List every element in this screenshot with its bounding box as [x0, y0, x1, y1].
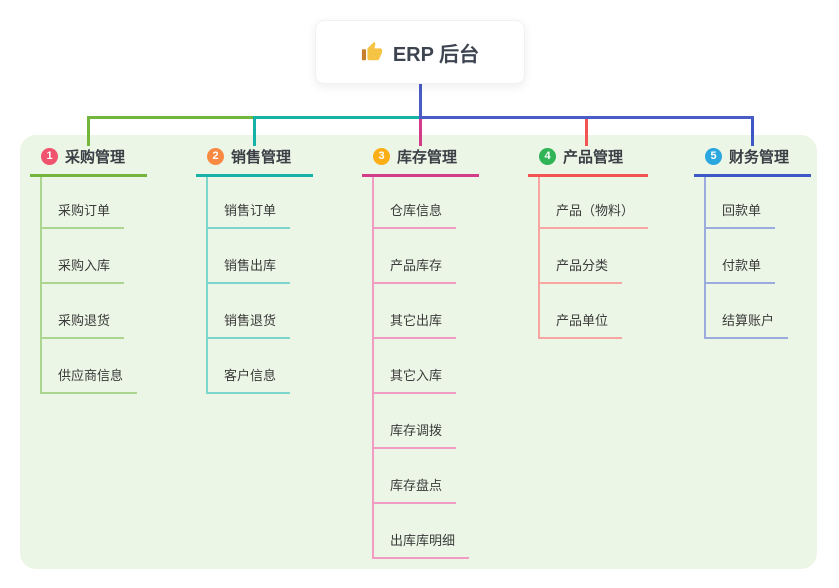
drop-line-branch-4: [584, 115, 589, 146]
item-node[interactable]: 产品（物料）: [540, 200, 649, 229]
branch-label: 采购管理: [65, 149, 126, 166]
drop-line-branch-1: [86, 115, 91, 146]
branch-label: 库存管理: [397, 149, 458, 166]
root-vertical-line: [418, 82, 423, 119]
item-node[interactable]: 结算账户: [706, 310, 789, 339]
item-node[interactable]: 客户信息: [208, 365, 291, 394]
item-node[interactable]: 销售订单: [208, 200, 291, 229]
item-node[interactable]: 采购退货: [42, 310, 125, 339]
root-node-erp[interactable]: ERP 后台: [315, 20, 525, 84]
branch-item-list: 仓库信息产品库存其它出库其它入库库存调拨库存盘点出库库明细: [372, 177, 479, 559]
branch-item-row: 仓库信息: [374, 177, 479, 229]
branch-item-row: 采购订单: [42, 177, 147, 229]
branch-title-node[interactable]: 4 产品管理: [528, 146, 649, 177]
branch-item-row: 销售出库: [208, 229, 313, 284]
drop-line-branch-2: [252, 115, 257, 146]
bus-line-green: [86, 115, 257, 119]
branch-title-node[interactable]: 2 销售管理: [196, 146, 313, 177]
item-node[interactable]: 出库库明细: [374, 530, 470, 559]
branch-item-row: 付款单: [706, 229, 811, 284]
mindmap-panel-background: [20, 135, 817, 569]
item-node[interactable]: 产品库存: [374, 255, 457, 284]
item-node[interactable]: 其它入库: [374, 365, 457, 394]
item-node[interactable]: 产品分类: [540, 255, 623, 284]
branch-item-row: 产品单位: [540, 284, 648, 339]
branch-4: 4 产品管理 产品（物料） 产品分类产品单位: [528, 146, 649, 339]
item-node[interactable]: 仓库信息: [374, 200, 457, 229]
item-node[interactable]: 销售退货: [208, 310, 291, 339]
branch-item-row: 供应商信息: [42, 339, 147, 394]
branch-item-list: 回款单付款单结算账户: [704, 177, 811, 339]
branch-item-list: 采购订单采购入库采购退货供应商信息: [40, 177, 147, 394]
branch-label: 财务管理: [729, 149, 790, 166]
branch-item-row: 采购退货: [42, 284, 147, 339]
branch-label: 产品管理: [563, 149, 624, 166]
drop-line-branch-5: [750, 115, 755, 146]
branch-item-row: 出库库明细: [374, 504, 479, 559]
item-node[interactable]: 供应商信息: [42, 365, 138, 394]
branch-2: 2 销售管理 销售订单销售出库销售退货客户信息: [196, 146, 313, 394]
branch-number-badge: 4: [539, 148, 556, 165]
bus-line-teal: [252, 115, 423, 119]
branch-number-badge: 5: [705, 148, 722, 165]
branch-item-row: 库存盘点: [374, 449, 479, 504]
thumbs-up-icon: [361, 41, 383, 63]
item-node[interactable]: 产品单位: [540, 310, 623, 339]
branch-item-row: 其它入库: [374, 339, 479, 394]
branch-item-row: 客户信息: [208, 339, 313, 394]
branch-item-list: 产品（物料） 产品分类产品单位: [538, 177, 649, 339]
branch-label: 销售管理: [231, 149, 292, 166]
branch-1: 1 采购管理 采购订单采购入库采购退货供应商信息: [30, 146, 147, 394]
branch-title-node[interactable]: 1 采购管理: [30, 146, 147, 177]
branch-item-row: 产品分类: [540, 229, 648, 284]
item-node[interactable]: 销售出库: [208, 255, 291, 284]
branch-3: 3 库存管理 仓库信息产品库存其它出库其它入库库存调拨库存盘点出库库明细: [362, 146, 479, 559]
branch-item-row: 结算账户: [706, 284, 811, 339]
branch-item-row: 产品库存: [374, 229, 479, 284]
item-node[interactable]: 采购入库: [42, 255, 125, 284]
branch-title-node[interactable]: 3 库存管理: [362, 146, 479, 177]
item-node[interactable]: 付款单: [706, 255, 776, 284]
branch-item-row: 销售订单: [208, 177, 313, 229]
item-node[interactable]: 采购订单: [42, 200, 125, 229]
branch-item-row: 回款单: [706, 177, 811, 229]
item-node[interactable]: 回款单: [706, 200, 776, 229]
drop-line-branch-3: [418, 115, 423, 146]
branch-number-badge: 1: [41, 148, 58, 165]
item-node[interactable]: 其它出库: [374, 310, 457, 339]
branch-number-badge: 3: [373, 148, 390, 165]
branch-item-row: 库存调拨: [374, 394, 479, 449]
branch-item-row: 产品（物料）: [540, 177, 649, 229]
branch-item-list: 销售订单销售出库销售退货客户信息: [206, 177, 313, 394]
branch-number-badge: 2: [207, 148, 224, 165]
branch-item-row: 采购入库: [42, 229, 147, 284]
branch-item-row: 销售退货: [208, 284, 313, 339]
bus-line-blue: [418, 115, 755, 119]
item-node[interactable]: 库存盘点: [374, 475, 457, 504]
item-node[interactable]: 库存调拨: [374, 420, 457, 449]
branch-item-row: 其它出库: [374, 284, 479, 339]
branch-5: 5 财务管理 回款单付款单结算账户: [694, 146, 811, 339]
branch-title-node[interactable]: 5 财务管理: [694, 146, 811, 177]
root-node-label: ERP 后台: [392, 43, 480, 66]
